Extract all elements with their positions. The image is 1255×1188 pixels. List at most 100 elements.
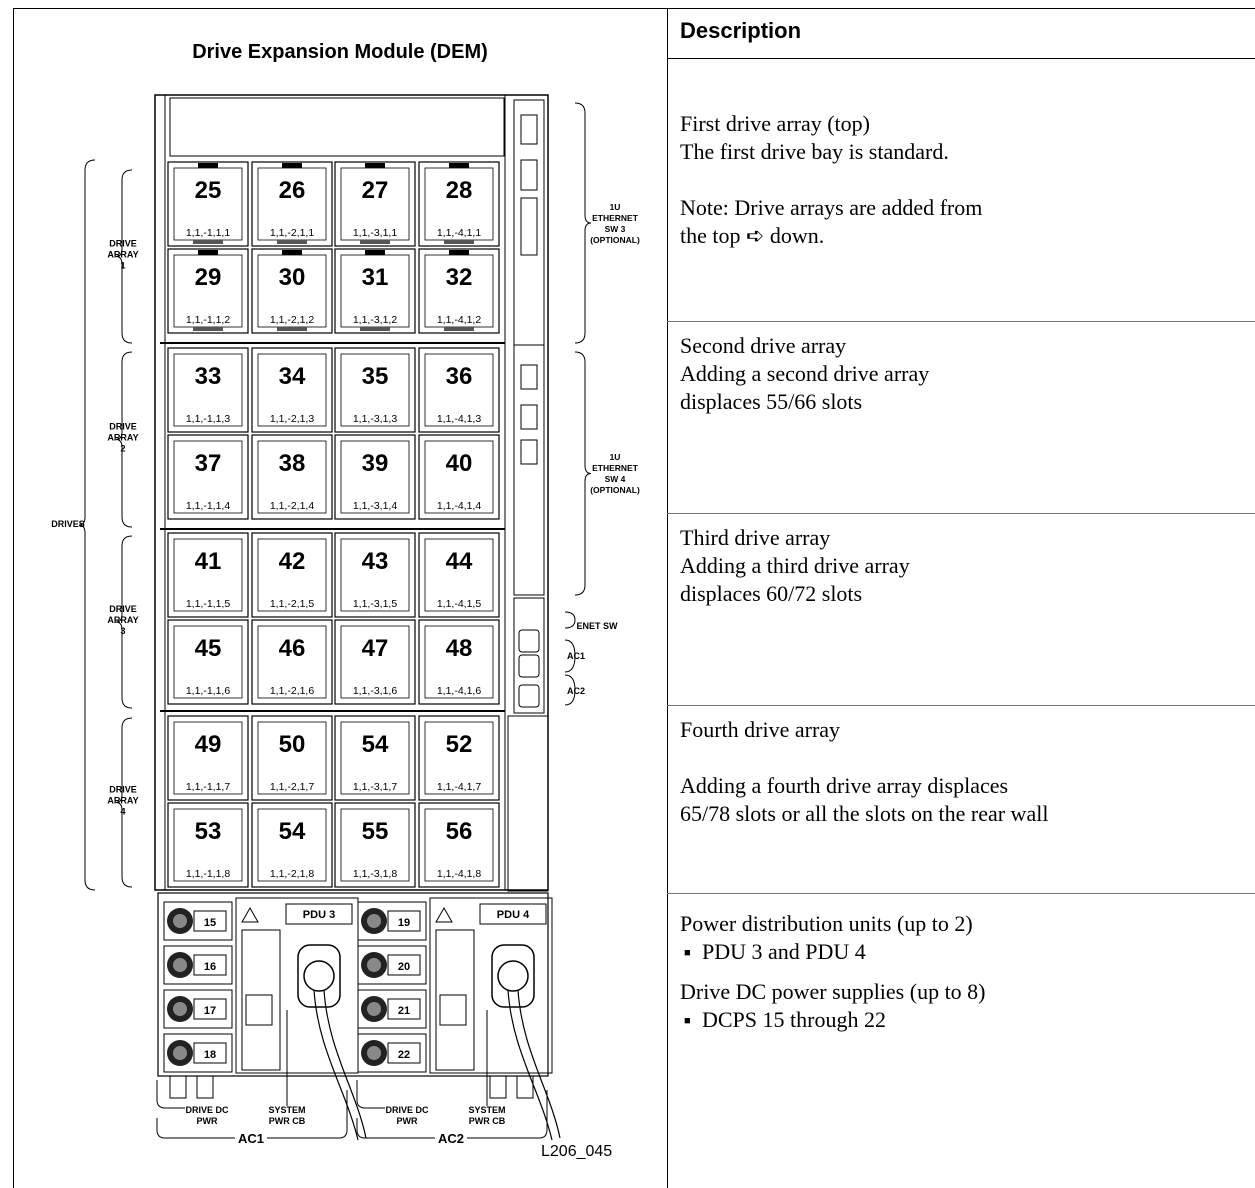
cabinet-frame xyxy=(154,94,549,891)
drive-slot: 36 1,1,-4,1,3 xyxy=(418,347,500,433)
desc-row-3: Third drive array Adding a third drive a… xyxy=(680,524,910,608)
drive-slot: 531,1,-1,1,8 xyxy=(167,802,249,888)
drive-number: 27 xyxy=(362,177,389,204)
sw4-label: 1U xyxy=(610,452,621,462)
drive-slot: 311,1,-3,1,2 xyxy=(334,248,416,334)
sw3-label: SW 3 xyxy=(605,224,626,234)
header-rule xyxy=(667,58,1255,59)
ac2-brace xyxy=(564,674,576,706)
drive-bezel xyxy=(424,808,494,882)
drive-bezel xyxy=(257,440,327,514)
drive-frame xyxy=(334,532,416,618)
drive-latch xyxy=(449,250,469,255)
drive-frame xyxy=(418,619,500,705)
drive-frame xyxy=(334,248,416,334)
drive-bezel xyxy=(173,440,243,514)
drive-bezel xyxy=(173,721,243,795)
drive-number: 41 xyxy=(195,548,222,575)
row2-line-2: Adding a second drive array xyxy=(680,361,930,386)
row3-line-2: Adding a third drive array xyxy=(680,553,910,578)
row1-line-2: The first drive bay is standard. xyxy=(680,139,949,164)
drive-frame xyxy=(167,161,249,247)
drive-number: 33 xyxy=(195,363,222,390)
drive-number: 29 xyxy=(195,264,222,291)
drive-frame xyxy=(334,802,416,888)
drive-slot: 441,1,-4,1,5 xyxy=(418,532,500,618)
dcps-fan-hub xyxy=(173,914,187,928)
drive-address: 1,1,-3,1,6 xyxy=(353,685,398,697)
switch-port-block xyxy=(520,197,538,256)
drive-bezel xyxy=(340,353,410,427)
array-brace xyxy=(115,169,133,344)
ac2-small-label: AC2 xyxy=(567,686,585,696)
row5-line-1: Power distribution units (up to 2) xyxy=(680,911,973,936)
drive-number: 31 xyxy=(362,264,389,291)
drive-number: 49 xyxy=(195,731,222,758)
drive-bezel xyxy=(424,721,494,795)
dcps-number: 17 xyxy=(204,1005,216,1017)
drive-frame xyxy=(251,248,333,334)
array-label: DRIVE xyxy=(109,604,137,614)
drive-connector xyxy=(360,240,390,244)
drive-latch xyxy=(198,250,218,255)
row1-line-5: the top ➪ down. xyxy=(680,223,825,248)
desc-row-2: Second drive array Adding a second drive… xyxy=(680,332,929,416)
drive-bezel xyxy=(424,538,494,612)
drive-address: 1,1,-2,1,6 xyxy=(270,685,315,697)
drive-connector xyxy=(360,327,390,331)
lower-right-panel xyxy=(507,715,549,892)
drive-number: 54 xyxy=(279,818,306,845)
enet-label: ENET SW xyxy=(576,621,618,631)
dcps-handle xyxy=(387,954,421,976)
drive-address: 1,1,-4,1,3 xyxy=(437,413,482,425)
description-header: Description xyxy=(680,18,802,43)
dcps-handle xyxy=(193,1042,227,1064)
pdu-inlet-ring xyxy=(303,960,335,992)
array-label: DRIVE xyxy=(109,422,137,432)
pdu-inlet-ring xyxy=(497,960,529,992)
array-label: ARRAY xyxy=(107,433,138,443)
pdu-label-box xyxy=(479,903,547,925)
drive-frame xyxy=(251,161,333,247)
diagram-title: Drive Expansion Module (DEM) xyxy=(192,41,488,63)
drive-bezel xyxy=(173,538,243,612)
drive-address: 1,1,-3,1,7 xyxy=(353,781,398,793)
row-divider-1 xyxy=(667,321,1255,322)
drive-latch xyxy=(365,163,385,168)
array-label: DRIVE xyxy=(109,239,137,249)
warning-icon xyxy=(435,906,453,923)
drive-slot: 351,1,-3,1,3 xyxy=(334,347,416,433)
dcps-fan-hub xyxy=(173,1046,187,1060)
drive-number: 28 xyxy=(446,177,473,204)
drive-bezel xyxy=(424,625,494,699)
ac1-small-label: AC1 xyxy=(567,651,585,661)
dcps-fan-hub xyxy=(367,914,381,928)
desc-row-5: Power distribution units (up to 2) PDU 3… xyxy=(680,910,986,1035)
drive-number: 25 xyxy=(195,177,222,204)
drive-frame xyxy=(418,347,500,433)
drive-number: 36 xyxy=(446,363,473,390)
ac2-ac-bracket xyxy=(356,1090,548,1139)
switch-port-block xyxy=(520,439,538,465)
sw3-brace xyxy=(574,102,592,344)
dcps-fan-hub xyxy=(173,958,187,972)
dcps-handle xyxy=(193,998,227,1020)
drive-number: 34 xyxy=(279,363,306,390)
drive-address: 1,1,-2,1,1 xyxy=(270,227,315,239)
row-divider-3 xyxy=(667,705,1255,706)
row5-bullet-1: PDU 3 and PDU 4 xyxy=(680,938,986,967)
switch-port-block xyxy=(520,114,538,145)
pdu-inlet xyxy=(297,944,341,1008)
drive-bezel xyxy=(173,625,243,699)
page-frame xyxy=(13,8,1255,1188)
row1-line-4: Note: Drive arrays are added from xyxy=(680,195,983,220)
drive-bezel xyxy=(340,440,410,514)
drive-frame xyxy=(334,161,416,247)
drive-frame xyxy=(251,619,333,705)
drive-bezel xyxy=(257,353,327,427)
enet-ac-panel xyxy=(513,597,545,714)
drive-slot: 491,1,-1,1,7 xyxy=(167,715,249,801)
dcps-number: 22 xyxy=(398,1049,410,1061)
drive-number: 26 xyxy=(279,177,306,204)
drive-frame xyxy=(167,619,249,705)
